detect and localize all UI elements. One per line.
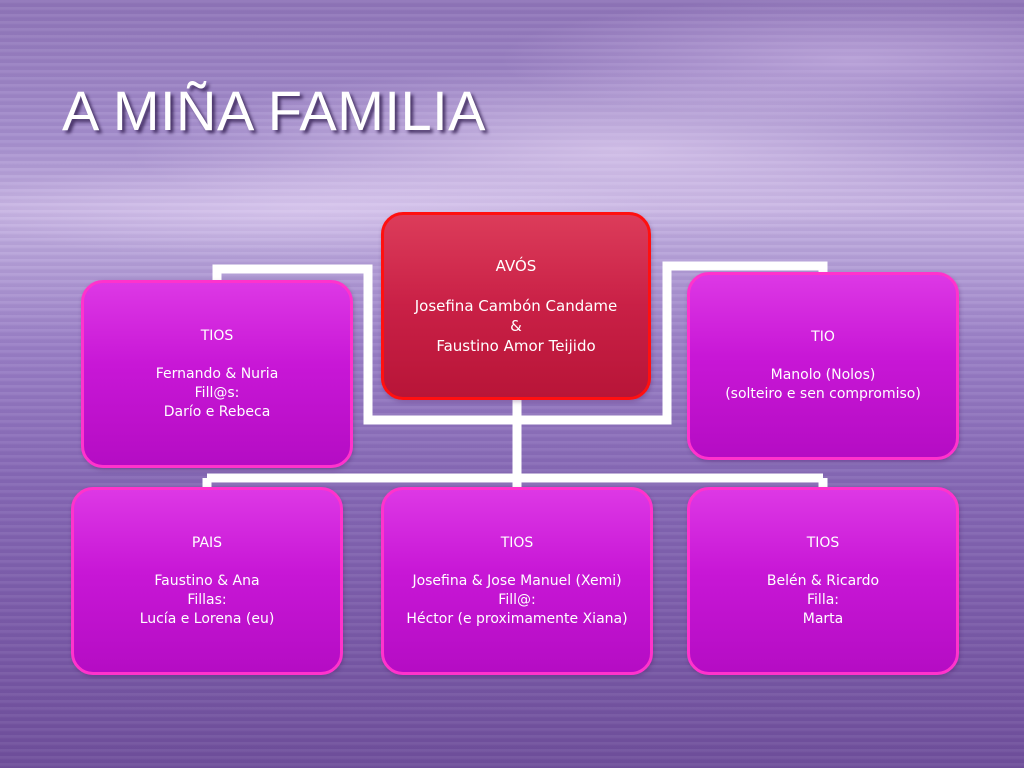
node-line: Fill@s:: [194, 384, 240, 401]
node-uncles-josefina: TIOS Josefina & Jose Manuel (Xemi) Fill@…: [381, 487, 653, 675]
node-line: Belén & Ricardo: [766, 572, 880, 589]
node-heading: AVÓS: [495, 257, 537, 275]
node-line: Filla:: [807, 591, 839, 608]
node-line: Josefina Cambón Candame: [414, 297, 618, 315]
node-parents: PAIS Faustino & Ana Fillas: Lucía e Lore…: [71, 487, 343, 675]
node-line: Fill@:: [498, 591, 536, 608]
node-line: Marta: [802, 610, 844, 627]
slide-title: A MIÑA FAMILIA: [62, 79, 487, 142]
node-line: Josefina & Jose Manuel (Xemi): [412, 572, 622, 589]
node-line: Héctor (e proximamente Xiana): [406, 610, 628, 627]
node-heading: TIOS: [806, 534, 840, 551]
node-heading: TIOS: [500, 534, 534, 551]
node-heading: TIOS: [200, 327, 234, 344]
connector-root-to-upper-left: [212, 264, 517, 425]
node-heading: TIO: [811, 329, 835, 345]
node-line: Faustino Amor Teijido: [436, 337, 596, 355]
node-line: Fillas:: [187, 591, 227, 608]
node-heading: PAIS: [191, 534, 223, 551]
node-line: Manolo (Nolos): [770, 367, 876, 383]
node-line: Lucía e Lorena (eu): [139, 610, 275, 627]
node-uncles-fernando: TIOS Fernando & Nuria Fill@s: Darío e Re…: [81, 280, 353, 468]
connector-root-to-upper-right: [517, 261, 828, 425]
node-grandparents: AVÓS Josefina Cambón Candame & Faustino …: [381, 212, 651, 400]
node-line: Faustino & Ana: [154, 572, 260, 589]
node-line: &: [510, 317, 522, 335]
node-uncle-manolo: TIO Manolo (Nolos) (solteiro e sen compr…: [687, 272, 959, 460]
node-line: (solteiro e sen compromiso): [725, 386, 921, 402]
node-line: Darío e Rebeca: [163, 403, 271, 420]
node-uncles-belen: TIOS Belén & Ricardo Filla: Marta: [687, 487, 959, 675]
node-line: Fernando & Nuria: [155, 365, 279, 382]
